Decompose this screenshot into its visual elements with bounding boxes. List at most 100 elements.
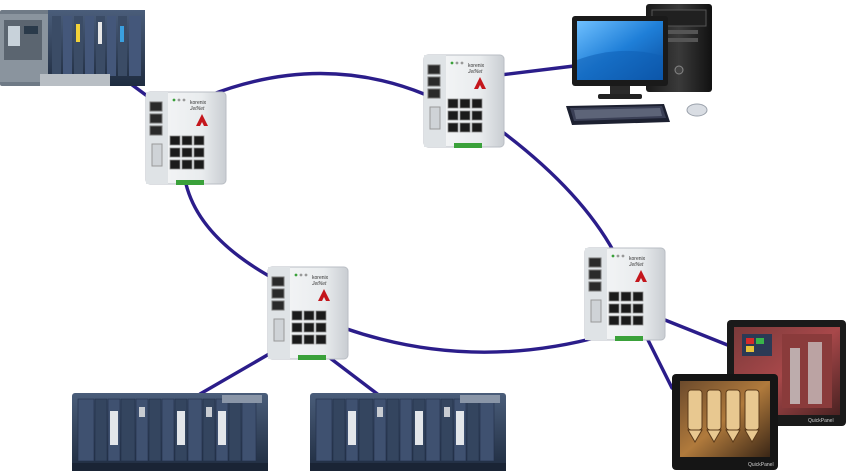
io-module (120, 398, 136, 462)
korenix-logo-icon (196, 114, 208, 126)
fiber-port[interactable] (149, 101, 163, 112)
status-led (616, 254, 620, 258)
switch-series-label: JetNet (311, 281, 327, 287)
ethernet-port[interactable] (459, 98, 471, 109)
ethernet-port[interactable] (447, 122, 459, 133)
switch-series-label: JetNet (467, 69, 483, 75)
switch-brand-label: korenix (629, 256, 646, 262)
terminal-block (415, 411, 423, 445)
ethernet-port[interactable] (315, 310, 327, 321)
link-switch-bottom-left-to-switch-top-left (184, 182, 282, 284)
module-label (206, 407, 212, 417)
ethernet-port[interactable] (181, 159, 193, 170)
io-module (77, 398, 95, 462)
plc-rack-bottom-left[interactable] (72, 393, 268, 471)
din-clip (298, 355, 326, 360)
ethernet-port[interactable] (169, 159, 181, 170)
plc-rack-bottom-right[interactable] (310, 393, 506, 471)
status-led (621, 254, 625, 258)
fiber-port[interactable] (427, 88, 441, 99)
ethernet-port[interactable] (459, 110, 471, 121)
ethernet-port[interactable] (169, 135, 181, 146)
console-port[interactable] (590, 299, 602, 323)
ethernet-port[interactable] (447, 110, 459, 121)
ethernet-port[interactable] (303, 310, 315, 321)
ethernet-port[interactable] (447, 98, 459, 109)
ethernet-port[interactable] (471, 98, 483, 109)
terminal-block (110, 411, 118, 445)
ethernet-port[interactable] (315, 334, 327, 345)
ethernet-port[interactable] (632, 315, 644, 326)
switch-brand-label: korenix (190, 100, 207, 106)
ethernet-port[interactable] (291, 334, 303, 345)
link-switch-top-right-to-workstation-pc (498, 64, 576, 77)
io-module (479, 398, 495, 462)
console-port[interactable] (429, 106, 441, 130)
status-led (304, 273, 308, 277)
ethernet-port[interactable] (315, 322, 327, 333)
ethernet-port[interactable] (608, 291, 620, 302)
console-port[interactable] (273, 318, 285, 342)
ethernet-port[interactable] (193, 135, 205, 146)
ethernet-port[interactable] (608, 303, 620, 314)
fiber-port[interactable] (588, 281, 602, 292)
plc-rack-top[interactable] (0, 10, 145, 86)
module-label (377, 407, 383, 417)
hmi-front-brand: QuickPanel (748, 462, 774, 468)
link-switch-bottom-left-to-plc-rack-bottom-left (198, 348, 278, 396)
ethernet-port[interactable] (303, 334, 315, 345)
hmi-panel-front[interactable]: QuickPanel (672, 374, 778, 470)
fiber-port[interactable] (427, 64, 441, 75)
io-module (358, 398, 374, 462)
module-label (444, 407, 450, 417)
pc-monitor (572, 16, 668, 99)
ethernet-port[interactable] (608, 315, 620, 326)
console-port[interactable] (151, 143, 163, 167)
ethernet-port[interactable] (291, 310, 303, 321)
ethernet-port[interactable] (181, 135, 193, 146)
ethernet-port[interactable] (193, 159, 205, 170)
io-module (161, 398, 175, 462)
io-module (228, 398, 242, 462)
io-module (315, 398, 333, 462)
ethernet-port[interactable] (632, 291, 644, 302)
ethernet-port[interactable] (620, 303, 632, 314)
korenix-logo-icon (318, 289, 330, 301)
module-label (139, 407, 145, 417)
fiber-port[interactable] (427, 76, 441, 87)
fiber-port[interactable] (149, 113, 163, 124)
rack-top-rail (222, 395, 262, 403)
ethernet-port[interactable] (459, 122, 471, 133)
din-clip (615, 336, 643, 341)
korenix-logo-icon (474, 77, 486, 89)
workstation-pc[interactable] (566, 4, 712, 125)
ethernet-port[interactable] (303, 322, 315, 333)
ethernet-port[interactable] (193, 147, 205, 158)
network-links (110, 64, 732, 398)
ethernet-port[interactable] (620, 291, 632, 302)
fiber-port[interactable] (588, 257, 602, 268)
ethernet-port[interactable] (169, 147, 181, 158)
ethernet-port[interactable] (291, 322, 303, 333)
ethernet-port[interactable] (620, 315, 632, 326)
ethernet-port[interactable] (471, 110, 483, 121)
fiber-port[interactable] (271, 288, 285, 299)
ethernet-port[interactable] (471, 122, 483, 133)
fiber-port[interactable] (588, 269, 602, 280)
keyboard (566, 104, 670, 125)
fiber-port[interactable] (149, 125, 163, 136)
fiber-port[interactable] (271, 276, 285, 287)
plc-rack-top-modules (52, 16, 141, 76)
status-led (294, 273, 298, 277)
rack-base (72, 463, 268, 471)
fiber-port[interactable] (271, 300, 285, 311)
status-led (299, 273, 303, 277)
ethernet-port[interactable] (632, 303, 644, 314)
ethernet-port[interactable] (181, 147, 193, 158)
terminal-block (348, 411, 356, 445)
